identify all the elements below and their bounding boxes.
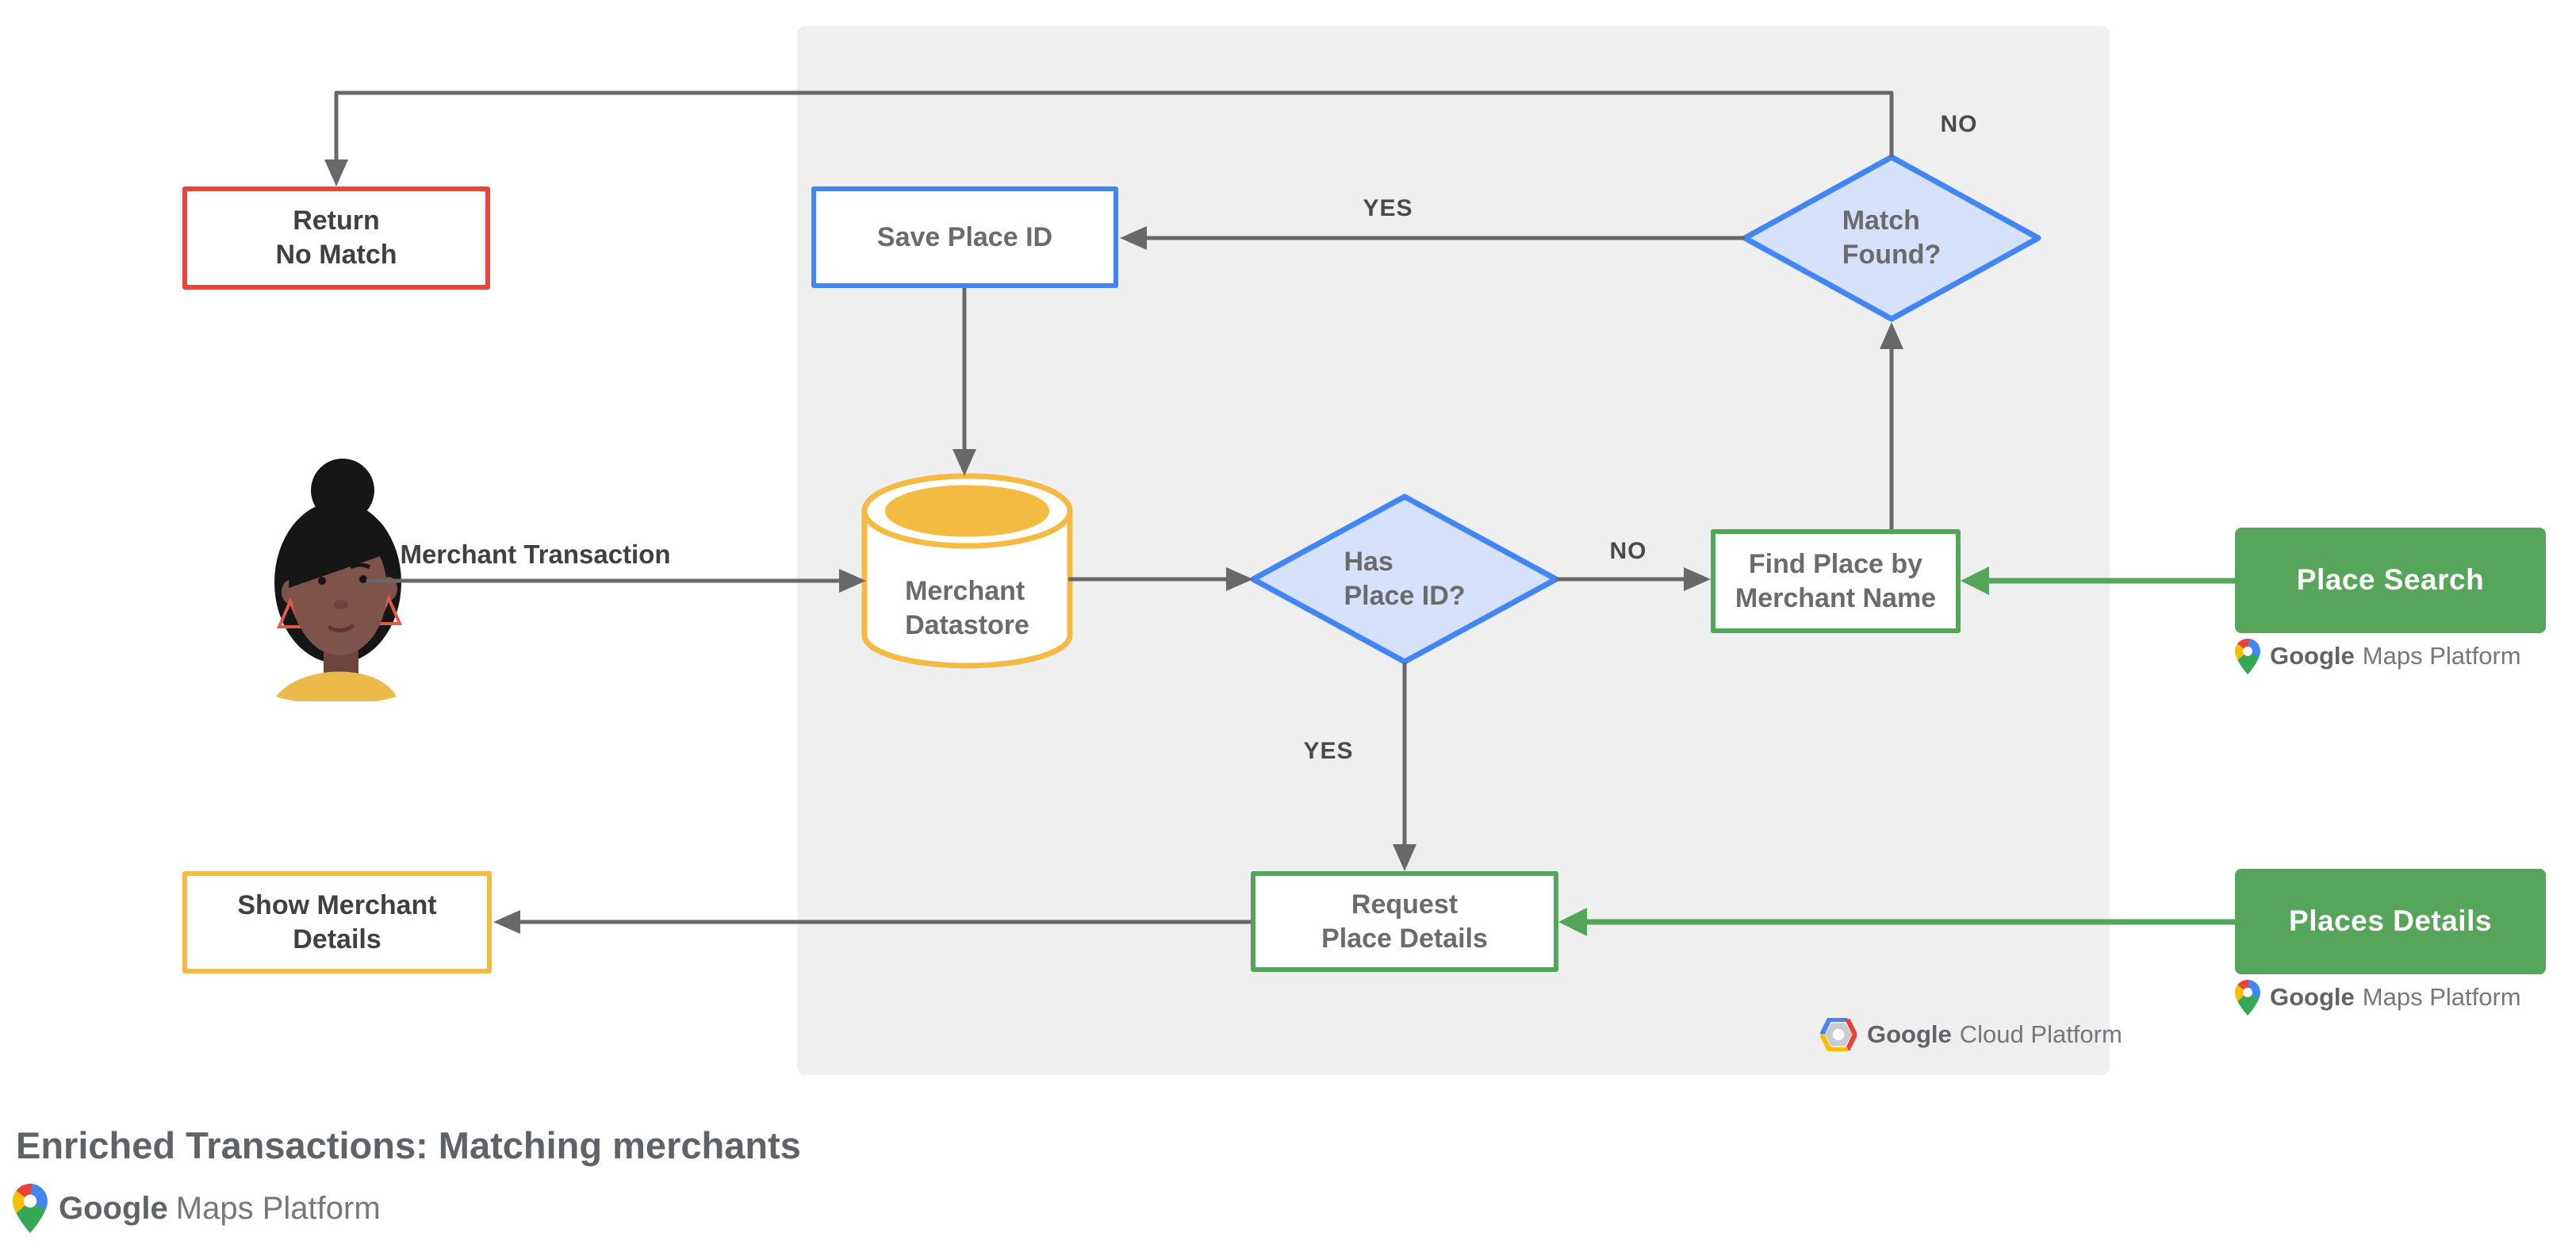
node-label: Find Place by Merchant Name	[1735, 548, 1937, 613]
google-cloud-platform-logo: Google Cloud Platform	[1820, 1016, 2122, 1053]
logo-google-text: Google	[2270, 642, 2355, 670]
decision-has-place-id: Has Place ID?	[1250, 494, 1559, 665]
arrowhead	[324, 159, 348, 186]
node-label: Save Place ID	[876, 221, 1053, 252]
node-save-place-id: Save Place ID	[811, 186, 1118, 288]
logo-product-text: Cloud Platform	[1959, 1020, 2122, 1048]
diamond-shape	[1742, 154, 2041, 322]
node-label: Has Place ID?	[1344, 547, 1466, 611]
node-show-merchant-details: Show Merchant Details	[182, 871, 492, 974]
node-label: Request Place Details	[1321, 889, 1488, 954]
diagram-title: Enriched Transactions: Matching merchant…	[16, 1124, 801, 1166]
logo-product-text: Maps Platform	[2362, 642, 2521, 670]
node-places-details-api: Places Details	[2235, 869, 2546, 974]
edge-label-yes-has-place-id: YES	[1303, 738, 1354, 764]
diamond-shape	[1250, 494, 1559, 665]
maps-pin-icon	[2235, 980, 2260, 1016]
node-label: Show Merchant Details	[237, 889, 437, 954]
node-label: Place Search	[2296, 563, 2485, 597]
node-return-no-match: Return No Match	[182, 186, 490, 290]
edge-label-no-match-found: NO	[1940, 111, 1978, 137]
decision-match-found: Match Found?	[1742, 154, 2041, 322]
google-maps-platform-footer-logo: Google Maps Platform	[13, 1182, 381, 1235]
logo-google-text: Google	[59, 1190, 168, 1226]
node-place-search-api: Place Search	[2235, 528, 2546, 633]
edge-label-yes-match-found: YES	[1363, 195, 1413, 221]
user-avatar	[274, 459, 403, 701]
maps-pin-icon	[13, 1184, 48, 1233]
gcp-hexagon-icon	[1820, 1018, 1857, 1051]
cylinder-shape	[861, 473, 1073, 669]
node-label: Merchant Datastore	[905, 575, 1029, 640]
arrowhead	[493, 910, 520, 934]
node-merchant-datastore: Merchant Datastore	[861, 473, 1073, 675]
google-maps-platform-logo: Google Maps Platform	[2235, 636, 2521, 676]
edge-label-merchant-transaction: Merchant Transaction	[400, 540, 671, 569]
node-find-place-by-merchant-name: Find Place by Merchant Name	[1711, 529, 1961, 633]
logo-product-text: Maps Platform	[175, 1190, 381, 1226]
maps-pin-icon	[2235, 639, 2260, 674]
logo-google-text: Google	[2270, 983, 2355, 1011]
node-label: Return No Match	[275, 205, 397, 270]
logo-google-text: Google	[1867, 1020, 1952, 1048]
node-label: Places Details	[2289, 904, 2492, 938]
node-request-place-details: Request Place Details	[1251, 871, 1558, 972]
google-maps-platform-logo: Google Maps Platform	[2235, 977, 2521, 1017]
edge-label-no-has-place-id: NO	[1609, 538, 1647, 564]
logo-product-text: Maps Platform	[2362, 983, 2521, 1011]
node-label: Match Found?	[1842, 205, 1942, 270]
